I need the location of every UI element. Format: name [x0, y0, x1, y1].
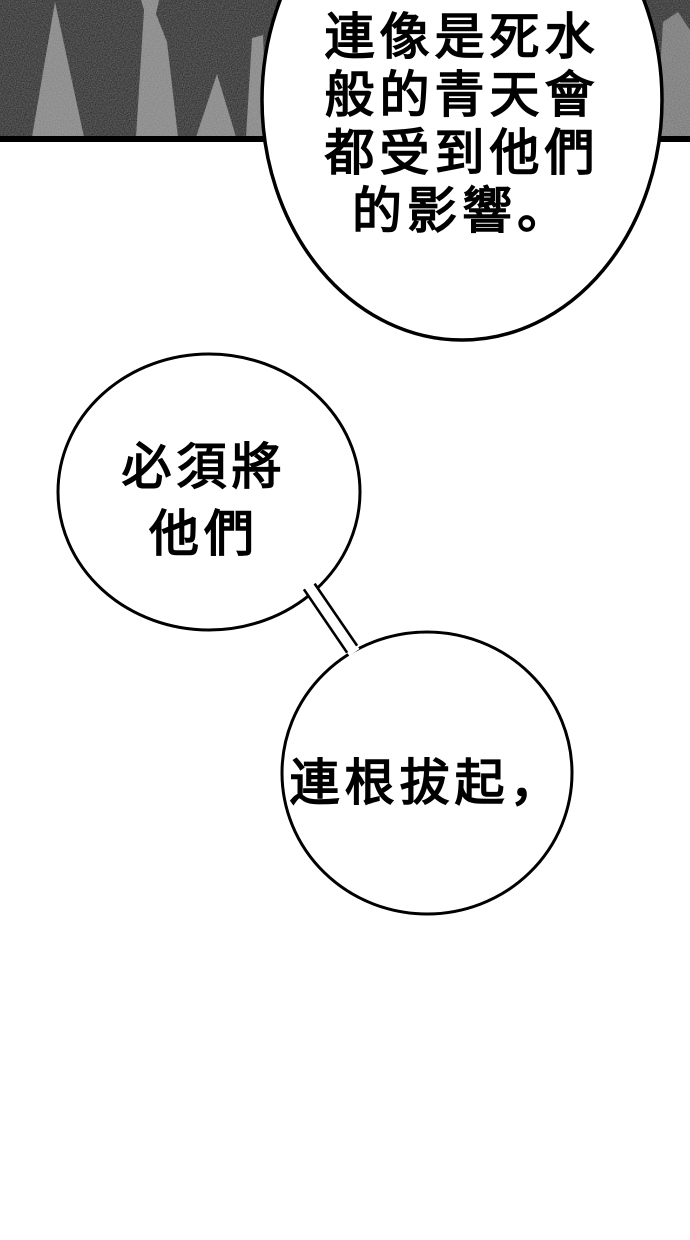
- speech-bubble-bottom: [280, 630, 574, 916]
- speech-bubble-top: [260, 0, 664, 342]
- bubble-text-line: 的影響。: [352, 183, 572, 239]
- speech-text-middle: 必須將 他們: [44, 434, 364, 568]
- speech-bubble-middle: [56, 352, 362, 632]
- bubble-connector: [301, 580, 360, 656]
- bubble-text-line: 必須將: [121, 439, 287, 495]
- connector-line-left: [302, 588, 349, 654]
- bubble-text-line: 都受到他們: [324, 125, 600, 181]
- connector-line-right: [313, 582, 359, 647]
- bubble-text-line: 般的青天會: [324, 67, 600, 123]
- bubble-text-line: 連像是死水: [324, 9, 600, 65]
- speech-text-bottom: 連根拔起，: [227, 754, 627, 812]
- connector-channel: [301, 580, 360, 656]
- bubble-text-line: 連根拔起，: [289, 755, 565, 811]
- bubble-text-line: 他們: [149, 506, 259, 562]
- speech-text-top: 連像是死水 般的青天會 都受到他們 的影響。: [252, 8, 672, 240]
